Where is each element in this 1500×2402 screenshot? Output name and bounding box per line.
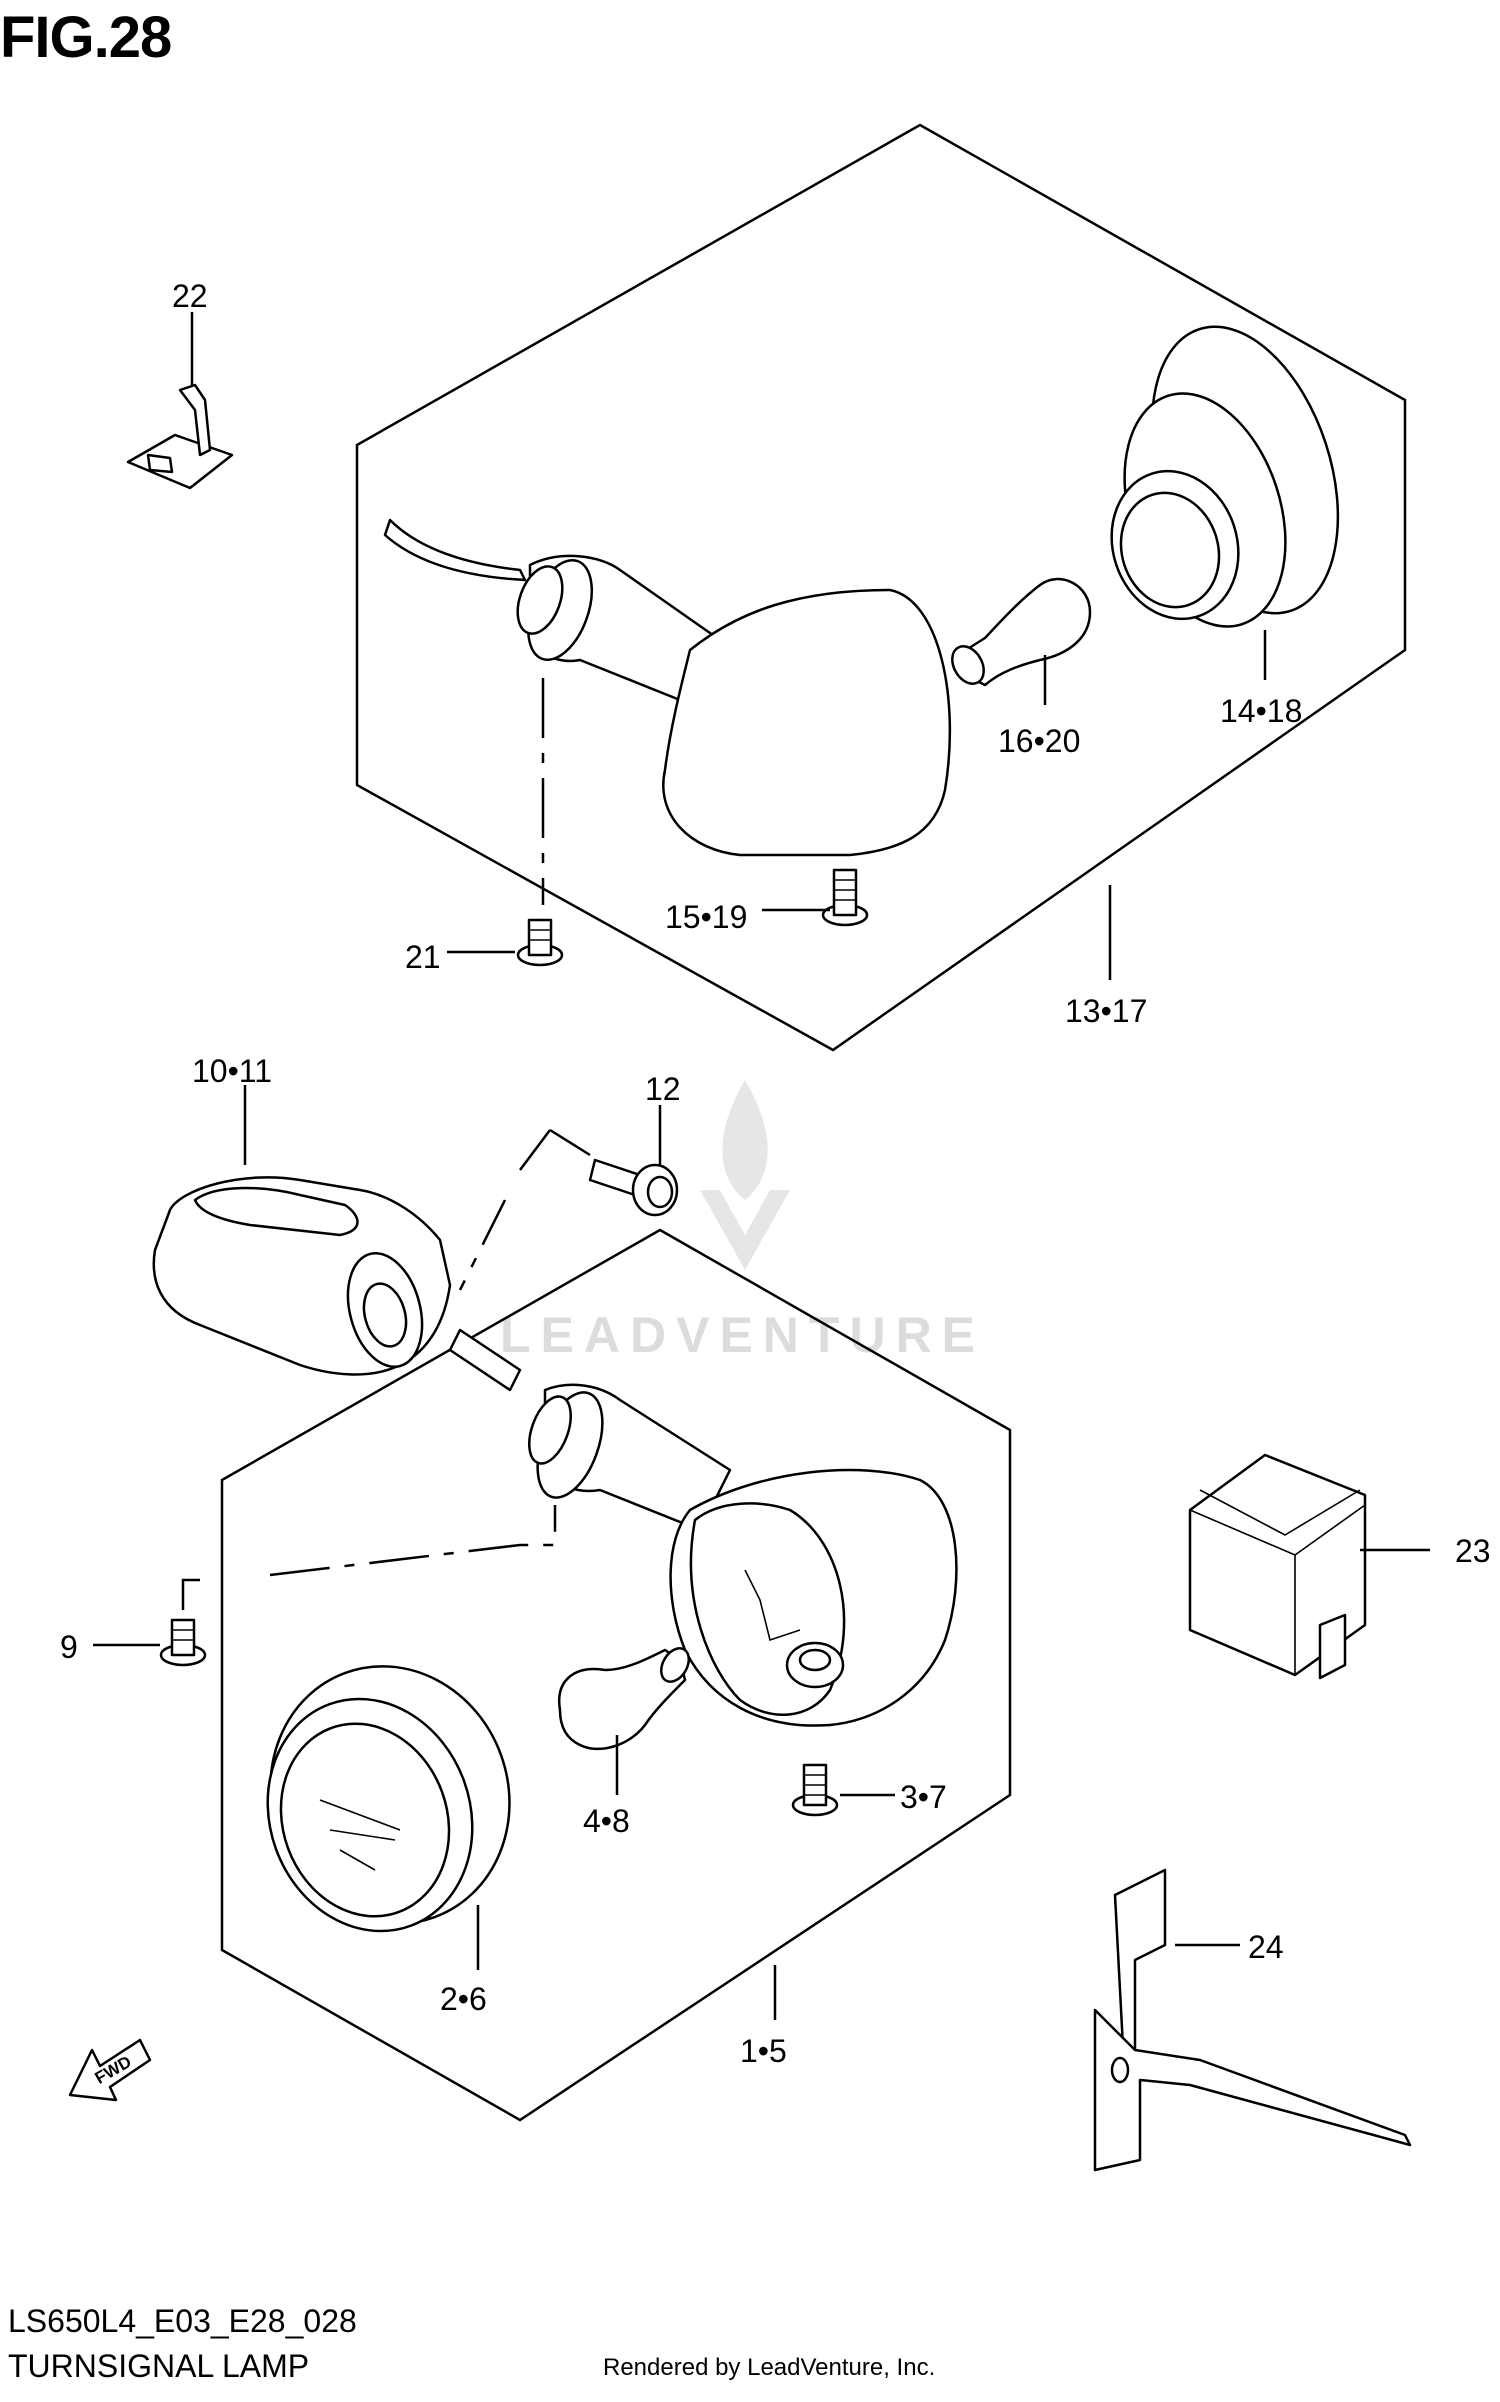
wire-upper	[383, 518, 527, 582]
callout-labels: 22 14•18 16•20 15•19 21 13•17 10•11 12 2…	[60, 278, 1491, 2069]
upper-turnsignal-assembly	[355, 123, 1407, 1052]
callout-23: 23	[1455, 1533, 1491, 1569]
callout-24: 24	[1248, 1929, 1284, 1965]
screw-15-19	[821, 868, 869, 927]
lamp-rim-upper	[1110, 325, 1340, 628]
callout-1-5: 1•5	[740, 2033, 787, 2069]
lower-turnsignal-assembly	[220, 1228, 1012, 2122]
callout-13-17: 13•17	[1065, 993, 1147, 1029]
callout-10-11: 10•11	[192, 1053, 272, 1089]
leader-lines	[93, 312, 1430, 2020]
bulb-upper	[951, 577, 1092, 687]
assembly-box-upper	[355, 123, 1407, 1052]
footer-credit: Rendered by LeadVenture, Inc.	[603, 2354, 936, 2381]
diagram-name: TURNSIGNAL LAMP	[8, 2348, 310, 2384]
screw-3-7	[791, 1763, 839, 1817]
callout-9: 9	[60, 1629, 78, 1665]
connector-22	[126, 383, 234, 490]
leadventure-watermark: LEADVENTURE	[500, 1080, 985, 1363]
bracket-24	[1093, 1868, 1412, 2172]
screw-9-dashed-line	[181, 1505, 557, 1610]
bolt-12	[588, 1158, 679, 1217]
callout-4-8: 4•8	[583, 1803, 630, 1839]
callout-2-6: 2•6	[440, 1981, 487, 2017]
callout-14-18: 14•18	[1220, 693, 1302, 729]
bulb-lower	[557, 1647, 690, 1751]
model-code: LS650L4_E03_E28_028	[8, 2303, 357, 2339]
screw-9	[159, 1618, 207, 1667]
fwd-arrow: FWD	[68, 2038, 152, 2102]
relay-23	[1188, 1453, 1367, 1680]
callout-22: 22	[172, 278, 208, 314]
watermark-text: LEADVENTURE	[500, 1307, 985, 1363]
figure-title: FIG.28	[0, 5, 172, 70]
wire-lower	[448, 1328, 522, 1392]
callout-15-19: 15•19	[665, 899, 747, 935]
lens-lower	[266, 1665, 511, 1933]
lens-bullet-upper	[662, 588, 952, 857]
mount-cover-10-11	[152, 1176, 452, 1376]
callout-21: 21	[405, 939, 441, 975]
screw-21	[516, 918, 564, 967]
bolt-12-dash-a	[519, 1129, 551, 1171]
callout-3-7: 3•7	[900, 1779, 947, 1815]
callout-12: 12	[645, 1071, 681, 1107]
assembly-box-lower	[220, 1228, 1012, 2122]
bolt-12-dashed-line	[458, 1199, 507, 1291]
callout-16-20: 16•20	[998, 723, 1080, 759]
